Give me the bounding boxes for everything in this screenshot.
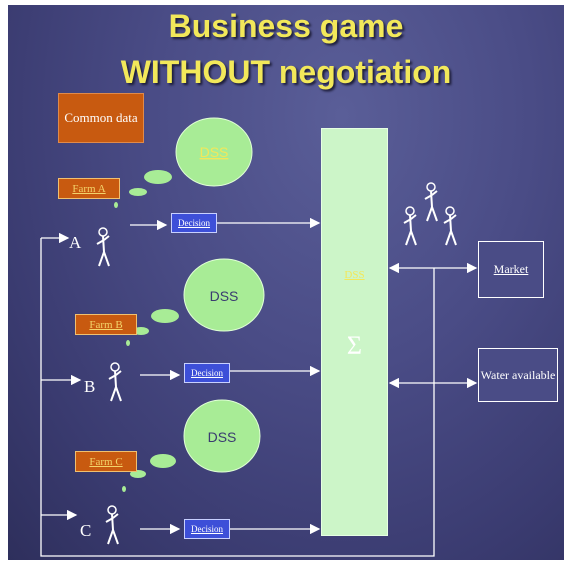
- farm-a-box: Farm A: [58, 178, 120, 199]
- decision-c-box: Decision: [184, 519, 230, 539]
- water-available-box: Water available: [478, 348, 558, 402]
- person-a-icon: [96, 227, 110, 267]
- thought-dot: [122, 486, 126, 492]
- dss-bubble-c: DSS: [183, 399, 261, 473]
- thought-dot: [151, 309, 179, 323]
- aggregation-block: DSS Σ: [321, 128, 388, 536]
- slide: Business game WITHOUT negotiation DSS DS…: [8, 5, 564, 560]
- sigma-symbol: Σ: [346, 331, 363, 360]
- decision-a-box: Decision: [171, 213, 217, 233]
- thought-dot: [114, 202, 118, 208]
- thought-dot: [129, 188, 147, 196]
- person-group-icon: [424, 182, 438, 222]
- dss-label-c: DSS: [208, 429, 237, 445]
- farm-b-box: Farm B: [75, 314, 137, 335]
- thought-dot: [144, 170, 172, 184]
- thought-dot: [150, 454, 176, 468]
- dss-label-b: DSS: [210, 288, 239, 304]
- title-line-2: WITHOUT negotiation: [120, 54, 452, 90]
- farm-c-label: C: [80, 521, 92, 540]
- person-c-icon: [105, 505, 119, 545]
- dss-bubble-a: DSS: [175, 117, 253, 187]
- person-b-icon: [108, 362, 122, 402]
- title-line-1: Business game: [168, 8, 404, 44]
- decision-b-box: Decision: [184, 363, 230, 383]
- market-box: Market: [478, 241, 544, 298]
- thought-dot: [126, 340, 130, 346]
- thought-dot: [133, 327, 149, 335]
- farm-c-box: Farm C: [75, 451, 137, 472]
- farm-a-label: A: [69, 233, 82, 252]
- common-data-box: Common data: [58, 93, 144, 143]
- thought-dot: [130, 470, 146, 478]
- person-group-icon: [443, 206, 457, 246]
- farm-b-label: B: [84, 377, 96, 396]
- center-dss-label: DSS: [344, 269, 365, 281]
- diagram-graphics: DSS DSS DSS: [40, 117, 478, 557]
- dss-bubble-b: DSS: [183, 258, 265, 332]
- feedback-line: [40, 238, 435, 557]
- dss-label-a: DSS: [200, 144, 229, 160]
- person-group-icon: [403, 206, 417, 246]
